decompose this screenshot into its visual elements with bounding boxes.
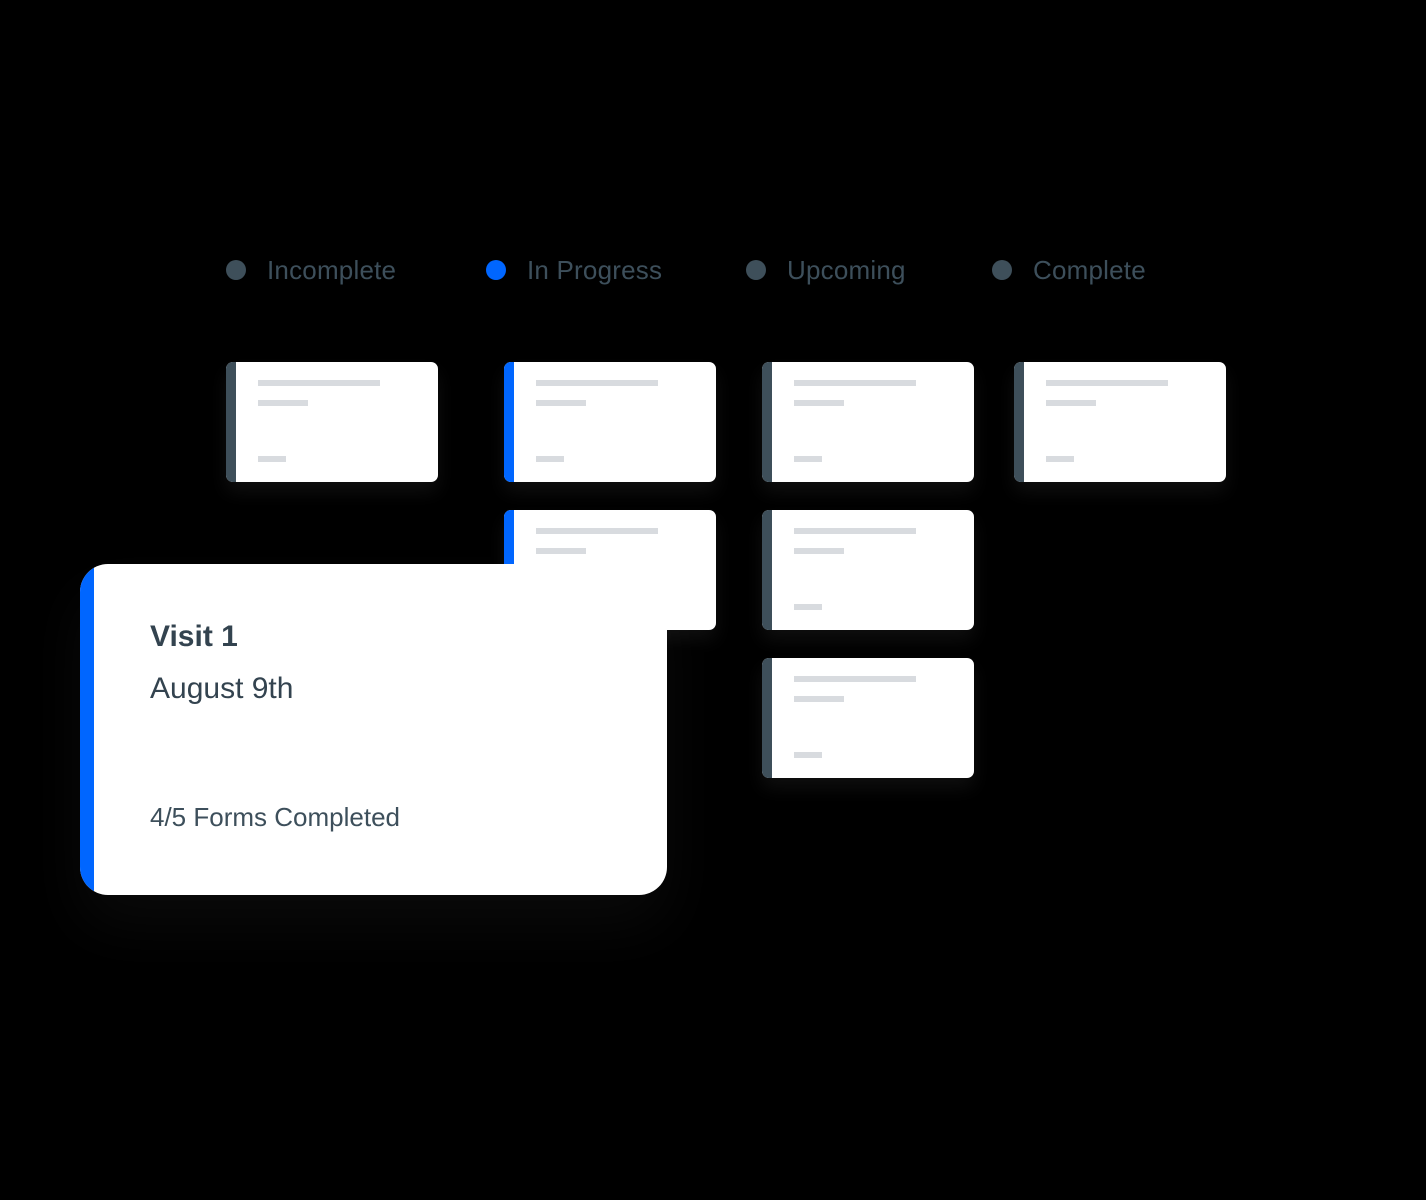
status-dot-icon bbox=[226, 260, 246, 280]
placeholder-status bbox=[258, 456, 286, 462]
placeholder-title bbox=[1046, 380, 1168, 386]
placeholder-date bbox=[1046, 400, 1096, 406]
legend-label: Complete bbox=[1033, 254, 1146, 285]
legend-label: Upcoming bbox=[787, 254, 906, 285]
visit-card-incomplete[interactable] bbox=[226, 362, 438, 482]
visit-title: Visit 1 bbox=[150, 620, 238, 653]
status-stripe bbox=[226, 362, 236, 482]
status-stripe bbox=[1014, 362, 1024, 482]
featured-visit-card[interactable]: Visit 1 August 9th 4/5 Forms Completed bbox=[80, 564, 667, 895]
placeholder-status bbox=[536, 456, 564, 462]
placeholder-date bbox=[536, 548, 586, 554]
status-dot-icon bbox=[746, 260, 766, 280]
legend-complete[interactable]: Complete bbox=[992, 254, 1146, 286]
status-stripe bbox=[80, 564, 94, 895]
placeholder-title bbox=[794, 528, 916, 534]
legend-in-progress[interactable]: In Progress bbox=[486, 254, 662, 286]
visit-card-upcoming[interactable] bbox=[762, 658, 974, 778]
status-stripe bbox=[762, 658, 772, 778]
status-stripe bbox=[504, 362, 514, 482]
legend-upcoming[interactable]: Upcoming bbox=[746, 254, 906, 286]
visit-card-upcoming[interactable] bbox=[762, 510, 974, 630]
placeholder-title bbox=[258, 380, 380, 386]
legend-label: Incomplete bbox=[267, 254, 397, 285]
placeholder-date bbox=[794, 696, 844, 702]
legend-incomplete[interactable]: Incomplete bbox=[226, 254, 396, 286]
placeholder-date bbox=[536, 400, 586, 406]
visit-card-upcoming[interactable] bbox=[762, 362, 974, 482]
visit-card-in-progress[interactable] bbox=[504, 362, 716, 482]
placeholder-title bbox=[536, 380, 658, 386]
visit-card-complete[interactable] bbox=[1014, 362, 1226, 482]
placeholder-status bbox=[1046, 456, 1074, 462]
visit-date: August 9th bbox=[150, 672, 294, 705]
status-dot-icon bbox=[486, 260, 506, 280]
placeholder-status bbox=[794, 752, 822, 758]
placeholder-date bbox=[794, 548, 844, 554]
placeholder-title bbox=[794, 676, 916, 682]
placeholder-status bbox=[794, 456, 822, 462]
forms-progress: 4/5 Forms Completed bbox=[150, 802, 400, 832]
placeholder-title bbox=[794, 380, 916, 386]
placeholder-title bbox=[536, 528, 658, 534]
placeholder-date bbox=[794, 400, 844, 406]
status-stripe bbox=[762, 362, 772, 482]
status-dot-icon bbox=[992, 260, 1012, 280]
placeholder-date bbox=[258, 400, 308, 406]
legend-label: In Progress bbox=[527, 254, 663, 285]
status-stripe bbox=[762, 510, 772, 630]
placeholder-status bbox=[794, 604, 822, 610]
